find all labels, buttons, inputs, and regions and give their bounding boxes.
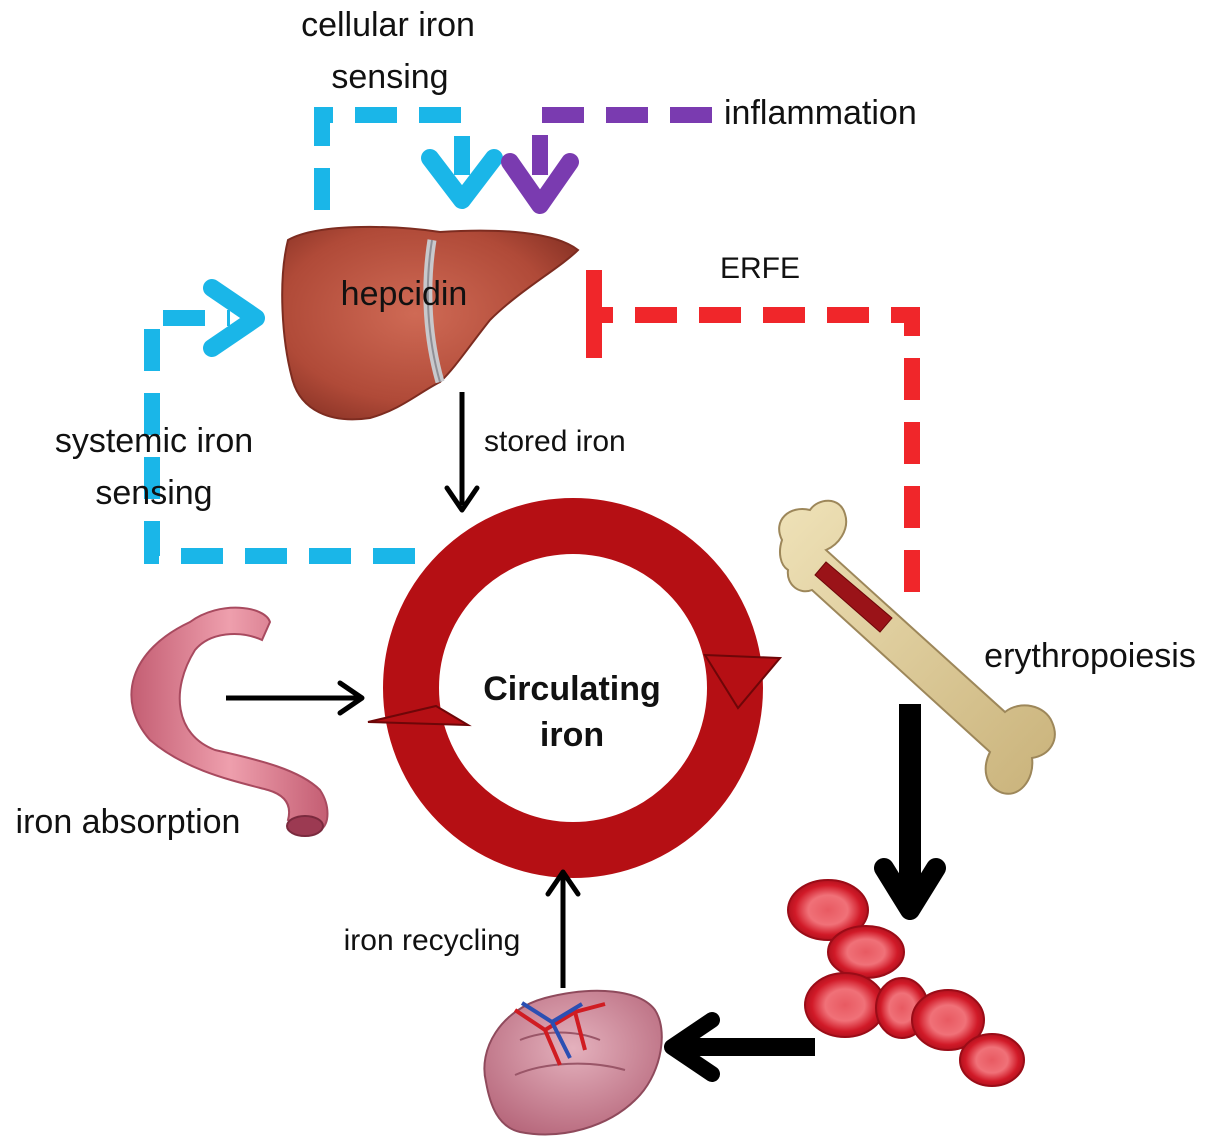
- systemic-iron-sensing-connector: [144, 279, 415, 564]
- erfe-inhibition-connector: [586, 270, 920, 592]
- hepcidin-label: hepcidin: [341, 275, 468, 313]
- stored-iron-label: stored iron: [484, 425, 626, 458]
- systemic-iron-sensing-label-line1: systemic iron: [55, 422, 253, 460]
- erythropoiesis-label: erythropoiesis: [984, 637, 1196, 675]
- circulating-iron-cycle: [367, 498, 783, 878]
- red-blood-cells-icon: [787, 879, 1025, 1087]
- erfe-label: ERFE: [720, 252, 800, 285]
- inflammation-connector: [501, 107, 712, 214]
- inflammation-label: inflammation: [724, 94, 917, 132]
- iron-recycling-arrow: [545, 869, 581, 988]
- cellular-iron-sensing-label-line2: sensing: [331, 58, 448, 96]
- iron-absorption-arrow: [226, 680, 365, 716]
- liver-icon: [281, 225, 580, 421]
- cellular-iron-sensing-label-line1: cellular iron: [301, 6, 475, 44]
- iron-recycling-label: iron recycling: [344, 924, 521, 957]
- iron-absorption-label: iron absorption: [16, 803, 241, 841]
- rbc-to-spleen-arrow: [664, 1012, 815, 1082]
- erythropoiesis-arrow: [874, 704, 946, 920]
- systemic-iron-sensing-label-line2: sensing: [95, 474, 212, 512]
- stored-iron-arrow: [444, 392, 480, 513]
- cellular-iron-sensing-connector: [314, 107, 503, 210]
- circulating-iron-label-line1: Circulating: [483, 670, 661, 708]
- bone-icon: [778, 499, 1056, 795]
- intestine-icon: [130, 606, 329, 837]
- circulating-iron-label-line2: iron: [540, 716, 604, 754]
- spleen-icon: [483, 989, 663, 1136]
